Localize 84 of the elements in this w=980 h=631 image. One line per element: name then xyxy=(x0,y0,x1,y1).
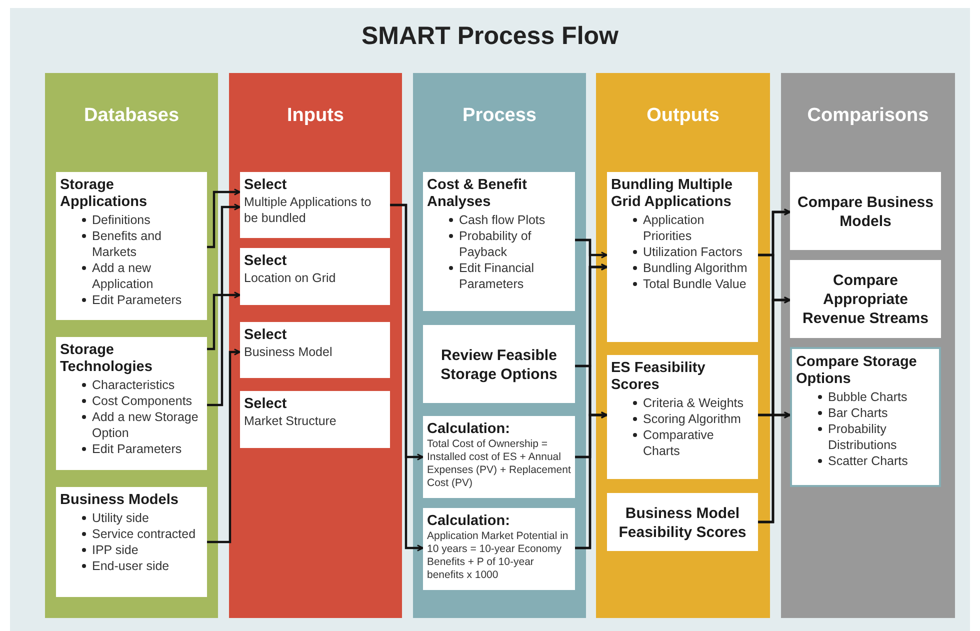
list-item: Service contracted xyxy=(92,526,196,542)
box-heading: Storage Applications xyxy=(60,177,148,211)
list-item: Definitions xyxy=(92,212,150,228)
box-heading: Business Model Feasibility Scores xyxy=(618,504,748,542)
column-panel xyxy=(229,73,402,618)
process-box xyxy=(790,172,941,250)
box-heading: Business Models xyxy=(60,492,180,509)
column-heading: Process xyxy=(462,105,538,127)
list-item: Benefits and Markets xyxy=(92,228,162,260)
process-box xyxy=(423,508,575,590)
connector-arrow xyxy=(575,412,608,550)
process-box xyxy=(240,391,390,448)
connector-arrow xyxy=(390,204,424,552)
list-item: Utilization Factors xyxy=(643,244,742,260)
list-item: Criteria & Weights xyxy=(643,395,744,411)
list-item: End-user side xyxy=(92,558,170,574)
box-heading: Select xyxy=(244,327,288,344)
box-text: Total Cost of Ownership = Installed cost of ES + Annual Expenses (PV) + Replacement Cost (PV) xyxy=(427,438,571,490)
process-box xyxy=(423,416,575,498)
list-item: Cost Components xyxy=(92,393,192,409)
list-item: Application Priorities xyxy=(643,212,706,244)
list-item: Bubble Charts xyxy=(828,389,908,405)
column-heading: Databases xyxy=(82,105,180,127)
column-heading: Inputs xyxy=(286,105,345,127)
box-heading: Calculation: xyxy=(427,421,511,438)
box-heading: Storage Technologies xyxy=(60,342,154,376)
list-item: Bundling Algorithm xyxy=(643,260,748,276)
connector-arrow xyxy=(207,348,241,544)
list-item: Edit Parameters xyxy=(92,441,182,457)
box-text: Application Market Potential in 10 years = 10-year Economy Benefits + P of 10-year benefits x 1000 xyxy=(427,530,570,582)
box-heading: Select xyxy=(244,177,288,194)
process-box xyxy=(790,347,941,487)
column-panel xyxy=(781,73,955,618)
box-heading: Cost & Benefit Analyses xyxy=(427,177,528,211)
box-heading: Calculation: xyxy=(427,513,511,530)
process-box xyxy=(240,172,390,238)
list-item: Add a new Application xyxy=(92,260,154,292)
list-item: Scatter Charts xyxy=(828,453,908,469)
box-text: Multiple Applications to be bundled xyxy=(244,194,372,226)
connector-arrow xyxy=(207,292,241,350)
column-panel xyxy=(596,73,770,618)
box-heading: ES Feasibility Scores xyxy=(611,360,706,394)
list-item: Cash flow Plots xyxy=(459,212,546,228)
list-item: Probability Distributions xyxy=(828,421,898,453)
box-heading: Compare Appropriate Revenue Streams xyxy=(802,271,930,328)
process-box xyxy=(56,172,207,320)
box-heading: Compare Storage Options xyxy=(796,354,918,388)
process-box xyxy=(607,493,758,551)
list-item: Scoring Algorithm xyxy=(643,411,741,427)
process-box xyxy=(240,322,390,378)
box-text: Market Structure xyxy=(244,413,338,429)
connector-arrow xyxy=(758,412,791,524)
connector-arrow xyxy=(207,204,241,406)
process-box xyxy=(607,172,758,342)
box-heading: Select xyxy=(244,253,288,270)
list-item: Probability of Payback xyxy=(459,228,532,260)
process-box xyxy=(240,248,390,305)
list-item: Edit Parameters xyxy=(92,292,182,308)
box-heading: Bundling Multiple Grid Applications xyxy=(611,177,734,211)
box-text: Location on Grid xyxy=(244,270,337,286)
box-heading: Review Feasible Storage Options xyxy=(440,346,558,384)
list-item: Edit Financial Parameters xyxy=(459,260,536,292)
list-item: Comparative Charts xyxy=(643,427,715,459)
list-item: Characteristics xyxy=(92,377,175,393)
diagram-title: SMART Process Flow xyxy=(360,22,620,51)
column-heading: Outputs xyxy=(646,105,720,127)
process-box xyxy=(790,260,941,338)
list-item: IPP side xyxy=(92,542,138,558)
process-box xyxy=(56,337,207,470)
connector-arrow xyxy=(207,188,241,248)
process-box xyxy=(423,172,575,311)
process-box xyxy=(423,325,575,403)
box-text: Business Model xyxy=(244,344,334,360)
process-box xyxy=(56,487,207,597)
list-item: Utility side xyxy=(92,510,149,526)
list-item: Bar Charts xyxy=(828,405,888,421)
column-heading: Comparisons xyxy=(806,105,930,127)
list-item: Add a new Storage Option xyxy=(92,409,200,441)
list-item: Total Bundle Value xyxy=(643,276,746,292)
process-box xyxy=(607,355,758,479)
box-heading: Compare Business Models xyxy=(796,192,934,230)
box-heading: Select xyxy=(244,396,288,413)
column-panel xyxy=(45,73,218,618)
column-panel xyxy=(413,73,586,618)
